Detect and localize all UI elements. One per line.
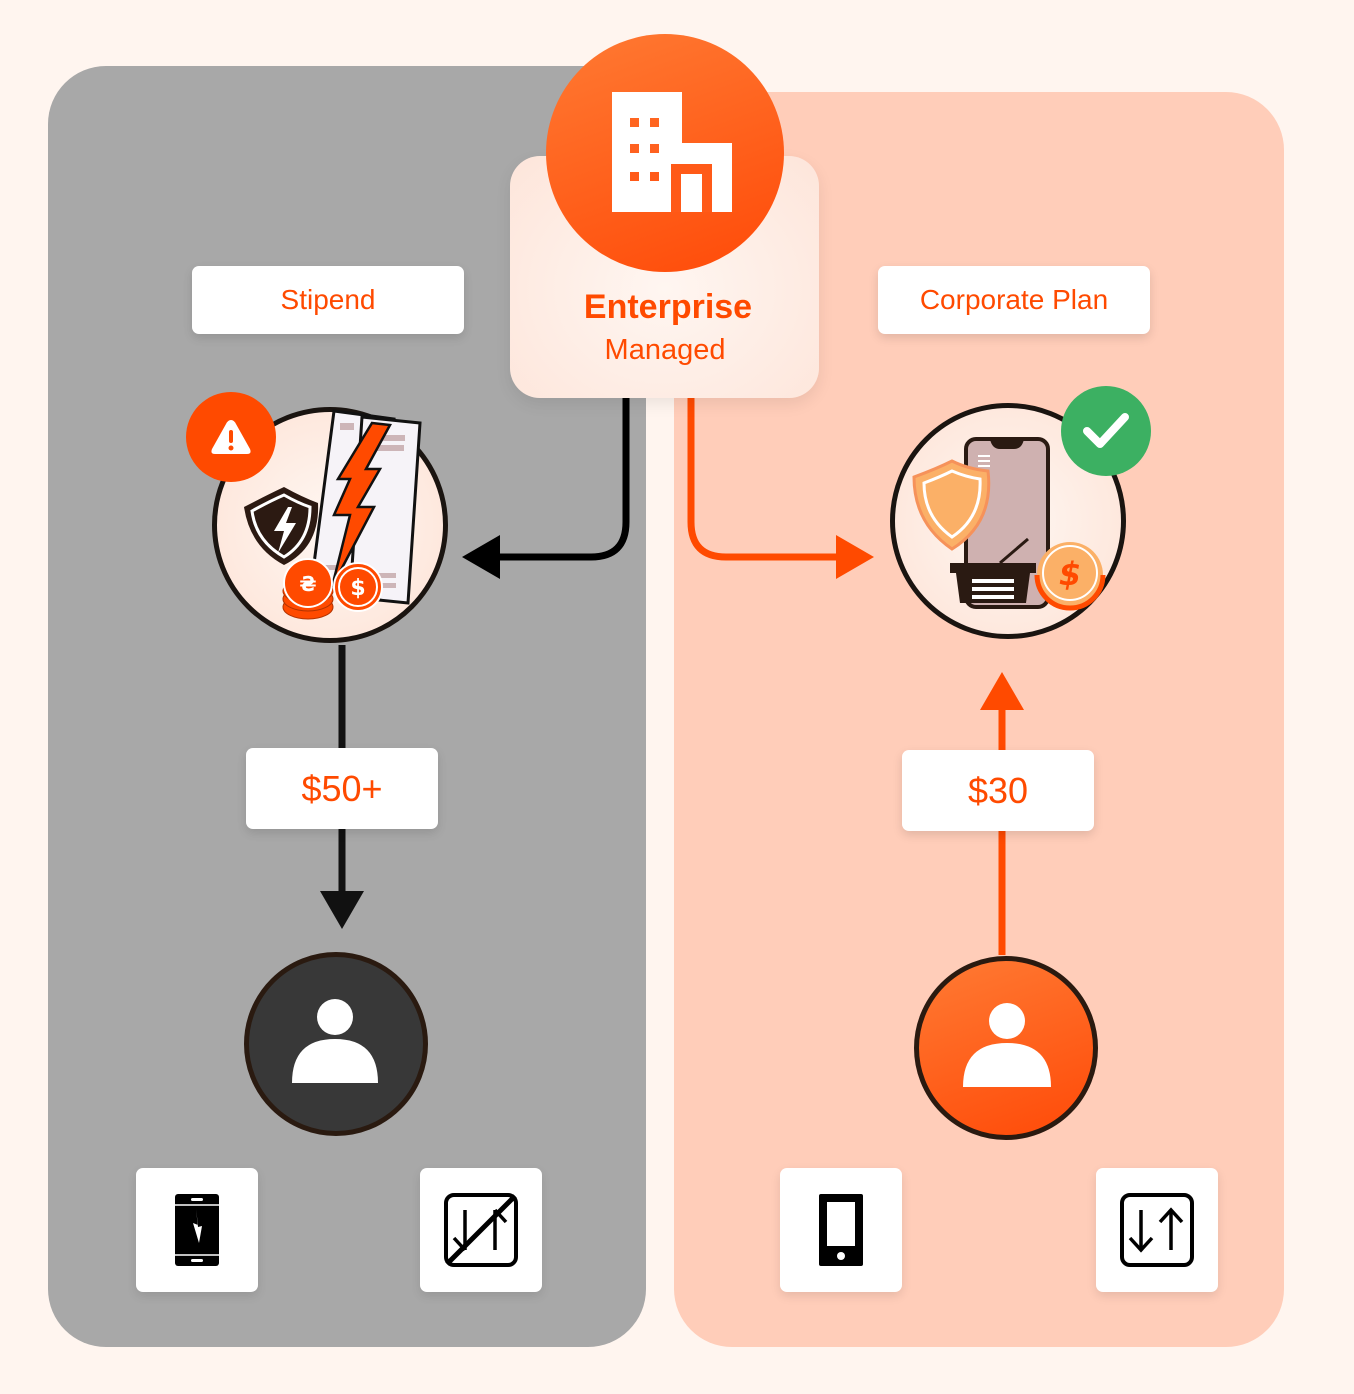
arrowhead-up xyxy=(980,672,1024,710)
phone-icon xyxy=(819,1194,863,1266)
feature-data-transfer xyxy=(1096,1168,1218,1292)
enterprise-node xyxy=(546,34,784,272)
dollar-coin-icon: $ xyxy=(1034,542,1106,611)
unprotected-billing-illustration: ₴ $ xyxy=(212,407,448,643)
shopping-basket-icon xyxy=(950,537,1036,603)
shield-lightning-icon xyxy=(244,487,319,565)
stipend-label: Stipend xyxy=(192,266,464,334)
warning-badge xyxy=(186,392,276,482)
corporate-plan-price: $30 xyxy=(967,769,1029,811)
check-icon xyxy=(1083,413,1129,448)
stipend-price: $50+ xyxy=(301,767,383,809)
feature-broken-phone xyxy=(136,1168,258,1292)
corporate-plan-user-avatar xyxy=(914,956,1098,1140)
corporate-plan-label-text: Corporate Plan xyxy=(919,284,1109,315)
stipend-label-text: Stipend xyxy=(280,284,376,315)
connector-enterprise-to-corporate xyxy=(687,398,840,561)
warning-icon xyxy=(211,420,251,454)
svg-text:₴: ₴ xyxy=(299,572,316,596)
lightning-bolt-icon xyxy=(330,421,392,588)
feature-no-data-transfer xyxy=(420,1168,542,1292)
stipend-user-avatar xyxy=(244,952,428,1136)
svg-text:$: $ xyxy=(1059,555,1081,593)
coins-icon: ₴ $ xyxy=(282,558,383,620)
connector-enterprise-to-stipend xyxy=(495,398,630,561)
corporate-plan-price-tag: $30 xyxy=(902,750,1094,831)
arrowhead-down xyxy=(320,891,364,929)
success-badge xyxy=(1061,386,1151,476)
stipend-price-tag: $50+ xyxy=(246,748,438,829)
corporate-plan-label: Corporate Plan xyxy=(878,266,1150,334)
feature-phone xyxy=(780,1168,902,1292)
enterprise-title: Enterprise xyxy=(583,288,753,326)
svg-text:$: $ xyxy=(350,576,365,601)
shield-icon xyxy=(912,459,991,551)
arrowhead-left xyxy=(462,535,500,579)
broken-phone-icon xyxy=(175,1194,219,1266)
arrowhead-right xyxy=(836,535,874,579)
user-icon xyxy=(292,999,378,1083)
enterprise-subtitle: Managed xyxy=(604,334,726,366)
user-icon xyxy=(963,1003,1051,1087)
no-data-transfer-icon xyxy=(444,1193,518,1267)
office-building-icon xyxy=(612,92,732,212)
data-transfer-icon xyxy=(1120,1193,1194,1267)
